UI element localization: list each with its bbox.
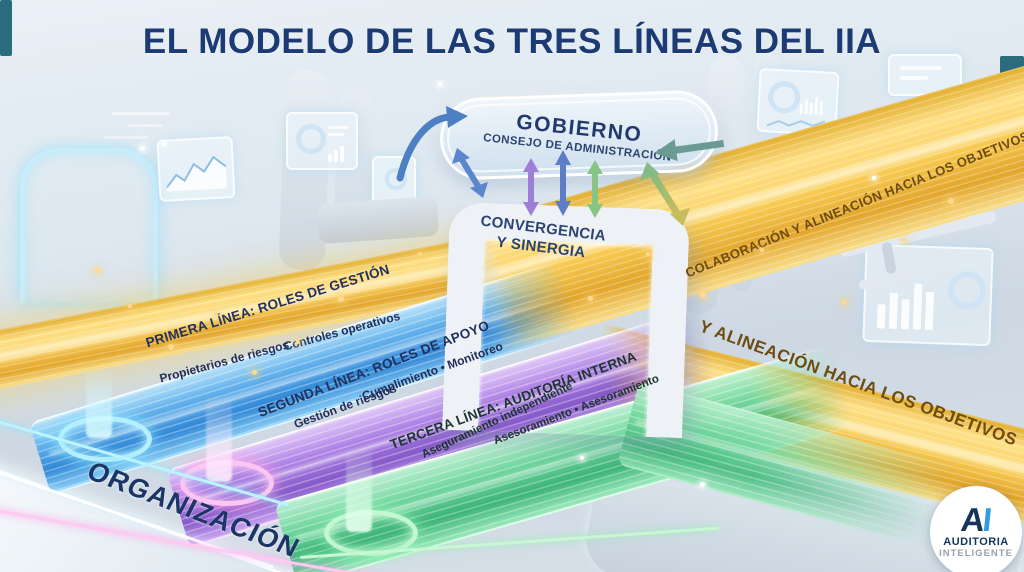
mini-bar [814, 96, 819, 116]
sparkle [902, 238, 906, 242]
sparkle [842, 300, 847, 305]
mini-bar [924, 291, 935, 331]
line-chart-screen-icon [156, 136, 236, 202]
wall-panel [888, 54, 962, 96]
sparkle [646, 252, 650, 256]
bidirectional-arrow-blue-diagonal-icon [452, 148, 488, 198]
sparkle [140, 146, 145, 151]
sparkle [700, 482, 705, 487]
mini-bar [876, 304, 886, 329]
arrow-right-to-capsule-icon [654, 139, 725, 161]
panel-line [900, 66, 942, 70]
sparkle [214, 312, 218, 316]
panel-line [900, 76, 928, 80]
curved-arrow-left-icon [396, 106, 468, 182]
mini-bar [799, 104, 803, 115]
sparkle [438, 82, 442, 86]
bidirectional-arrow-purple-icon [523, 158, 539, 216]
light-pillar-green [346, 446, 372, 532]
bidirectional-arrow-blue-icon [555, 150, 571, 216]
bidirectional-arrow-green-icon [587, 160, 603, 218]
sparkle [168, 344, 174, 350]
logo-line2: INTELIGENTE [939, 548, 1013, 560]
mini-bar [819, 101, 824, 116]
wall-streak [104, 136, 148, 139]
donut-chart-icon [947, 270, 987, 311]
sparkle [95, 268, 100, 273]
sparkle [872, 176, 876, 180]
panel-line [328, 133, 344, 136]
bar-chart-panel-icon [862, 243, 994, 347]
wall-streak [112, 112, 170, 115]
mini-bar [888, 292, 899, 329]
page-title: EL MODELO DE LAS TRES LÍNEAS DEL IIA [142, 22, 882, 61]
gauge-icon [767, 80, 802, 115]
sparkle [700, 292, 706, 298]
mini-bar [340, 146, 344, 162]
light-pillar-cyan [86, 366, 112, 438]
sparkle [760, 248, 764, 252]
mini-bar [809, 102, 813, 115]
mini-bar [804, 99, 809, 115]
mini-bar [328, 154, 332, 162]
bidirectional-arrow-green-yellow-icon [640, 162, 690, 226]
sparkle [128, 304, 132, 308]
wall-streak [128, 124, 162, 127]
mini-donut-icon [385, 168, 407, 190]
donut-chart-icon [296, 124, 326, 154]
mini-bar [912, 283, 923, 330]
sparkle [948, 198, 954, 204]
sparkle [338, 296, 344, 302]
mini-bar [900, 299, 910, 330]
donut-panel-icon [286, 112, 358, 170]
logo-line1: AUDITORIA [943, 536, 1009, 549]
panel-line [328, 126, 348, 129]
sparkle [418, 252, 422, 256]
light-pillar-pink [206, 394, 232, 482]
sparkle [162, 142, 166, 146]
governance-text: GOBIERNO CONSEJO DE ADMINISTRACIÓN [483, 107, 675, 163]
sparkle [296, 340, 300, 344]
sparkle [588, 296, 593, 301]
sparkle [580, 456, 584, 460]
podium [316, 195, 440, 245]
auditoria-inteligente-logo: AI AUDITORIA INTELIGENTE [930, 486, 1022, 572]
area-chart-icon [166, 155, 228, 192]
corner-accent-top-left [0, 0, 12, 56]
ai-monogram-icon: AI [960, 501, 993, 538]
glowing-doorway [20, 148, 158, 303]
sparkle [252, 370, 257, 375]
mini-bar [334, 150, 338, 162]
